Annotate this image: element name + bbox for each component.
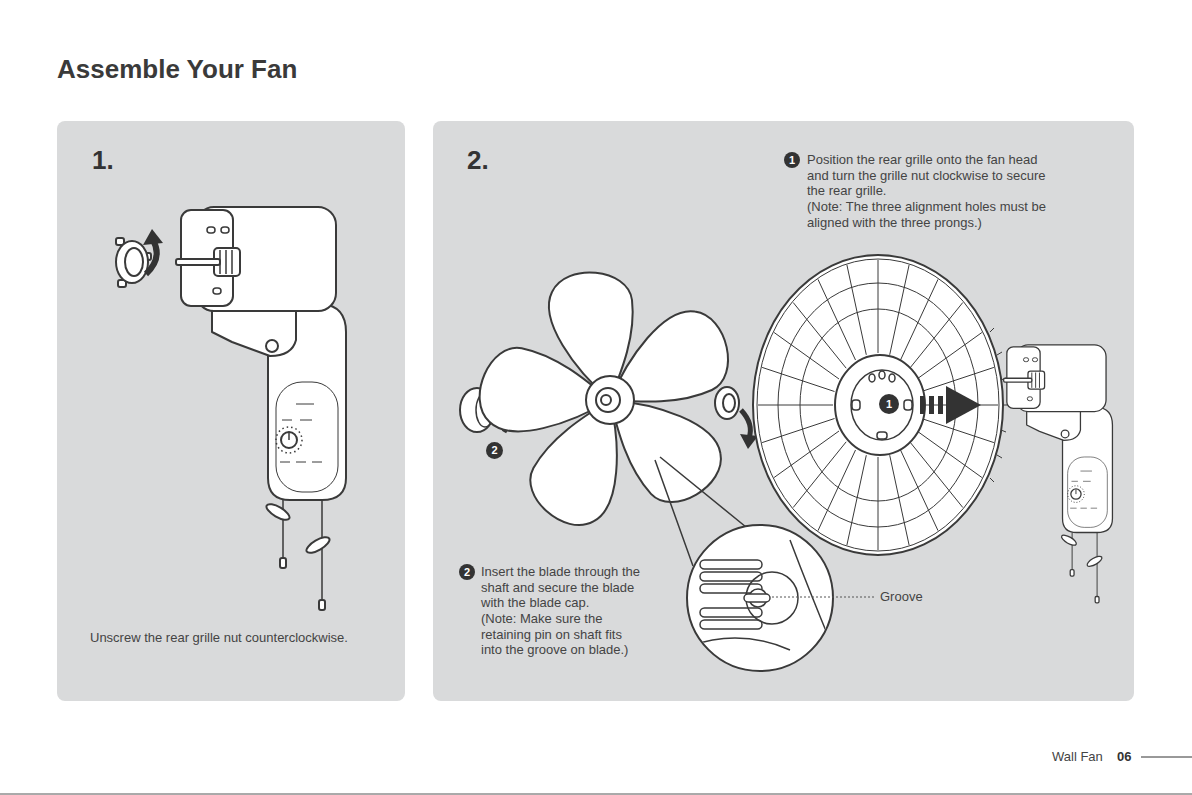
footer-text: Wall Fan xyxy=(1052,749,1122,765)
callout-circle xyxy=(879,394,899,414)
note-text: (Note: Make sure the retaining pin on sh… xyxy=(481,611,646,658)
callout-circle xyxy=(486,442,503,459)
instruction-text: Position the rear grille onto the fan he… xyxy=(807,152,1057,199)
note-text: (Note: The three alignment holes must be… xyxy=(807,199,1057,230)
callout-number: 1 xyxy=(784,152,800,168)
part-label: Groove xyxy=(880,589,960,605)
page-title: Assemble Your Fan xyxy=(57,54,297,85)
callout-number: 2 xyxy=(486,442,503,459)
callout-number: 1 xyxy=(879,394,899,414)
callout-number: 1 xyxy=(879,394,899,414)
callout-number: 2 xyxy=(459,564,475,580)
callout-number: 1 xyxy=(784,152,800,168)
step-panel: 1. Unscrew the rear grille nut counterclo… xyxy=(57,121,405,701)
callout-circle xyxy=(459,564,475,580)
instruction-text: Insert the blade through the shaft and s… xyxy=(481,564,646,611)
callout-circle xyxy=(784,152,800,168)
step-number: 2. xyxy=(467,145,489,176)
callout-number: 2 xyxy=(459,564,475,580)
page-edge xyxy=(0,794,1192,795)
footer-rule xyxy=(1141,757,1192,758)
instruction-text: Unscrew the rear grille nut counterclock… xyxy=(90,630,400,646)
callout-number: 2 xyxy=(486,442,503,459)
step-number: 1. xyxy=(92,145,114,176)
page-number: 06 xyxy=(1117,749,1147,765)
